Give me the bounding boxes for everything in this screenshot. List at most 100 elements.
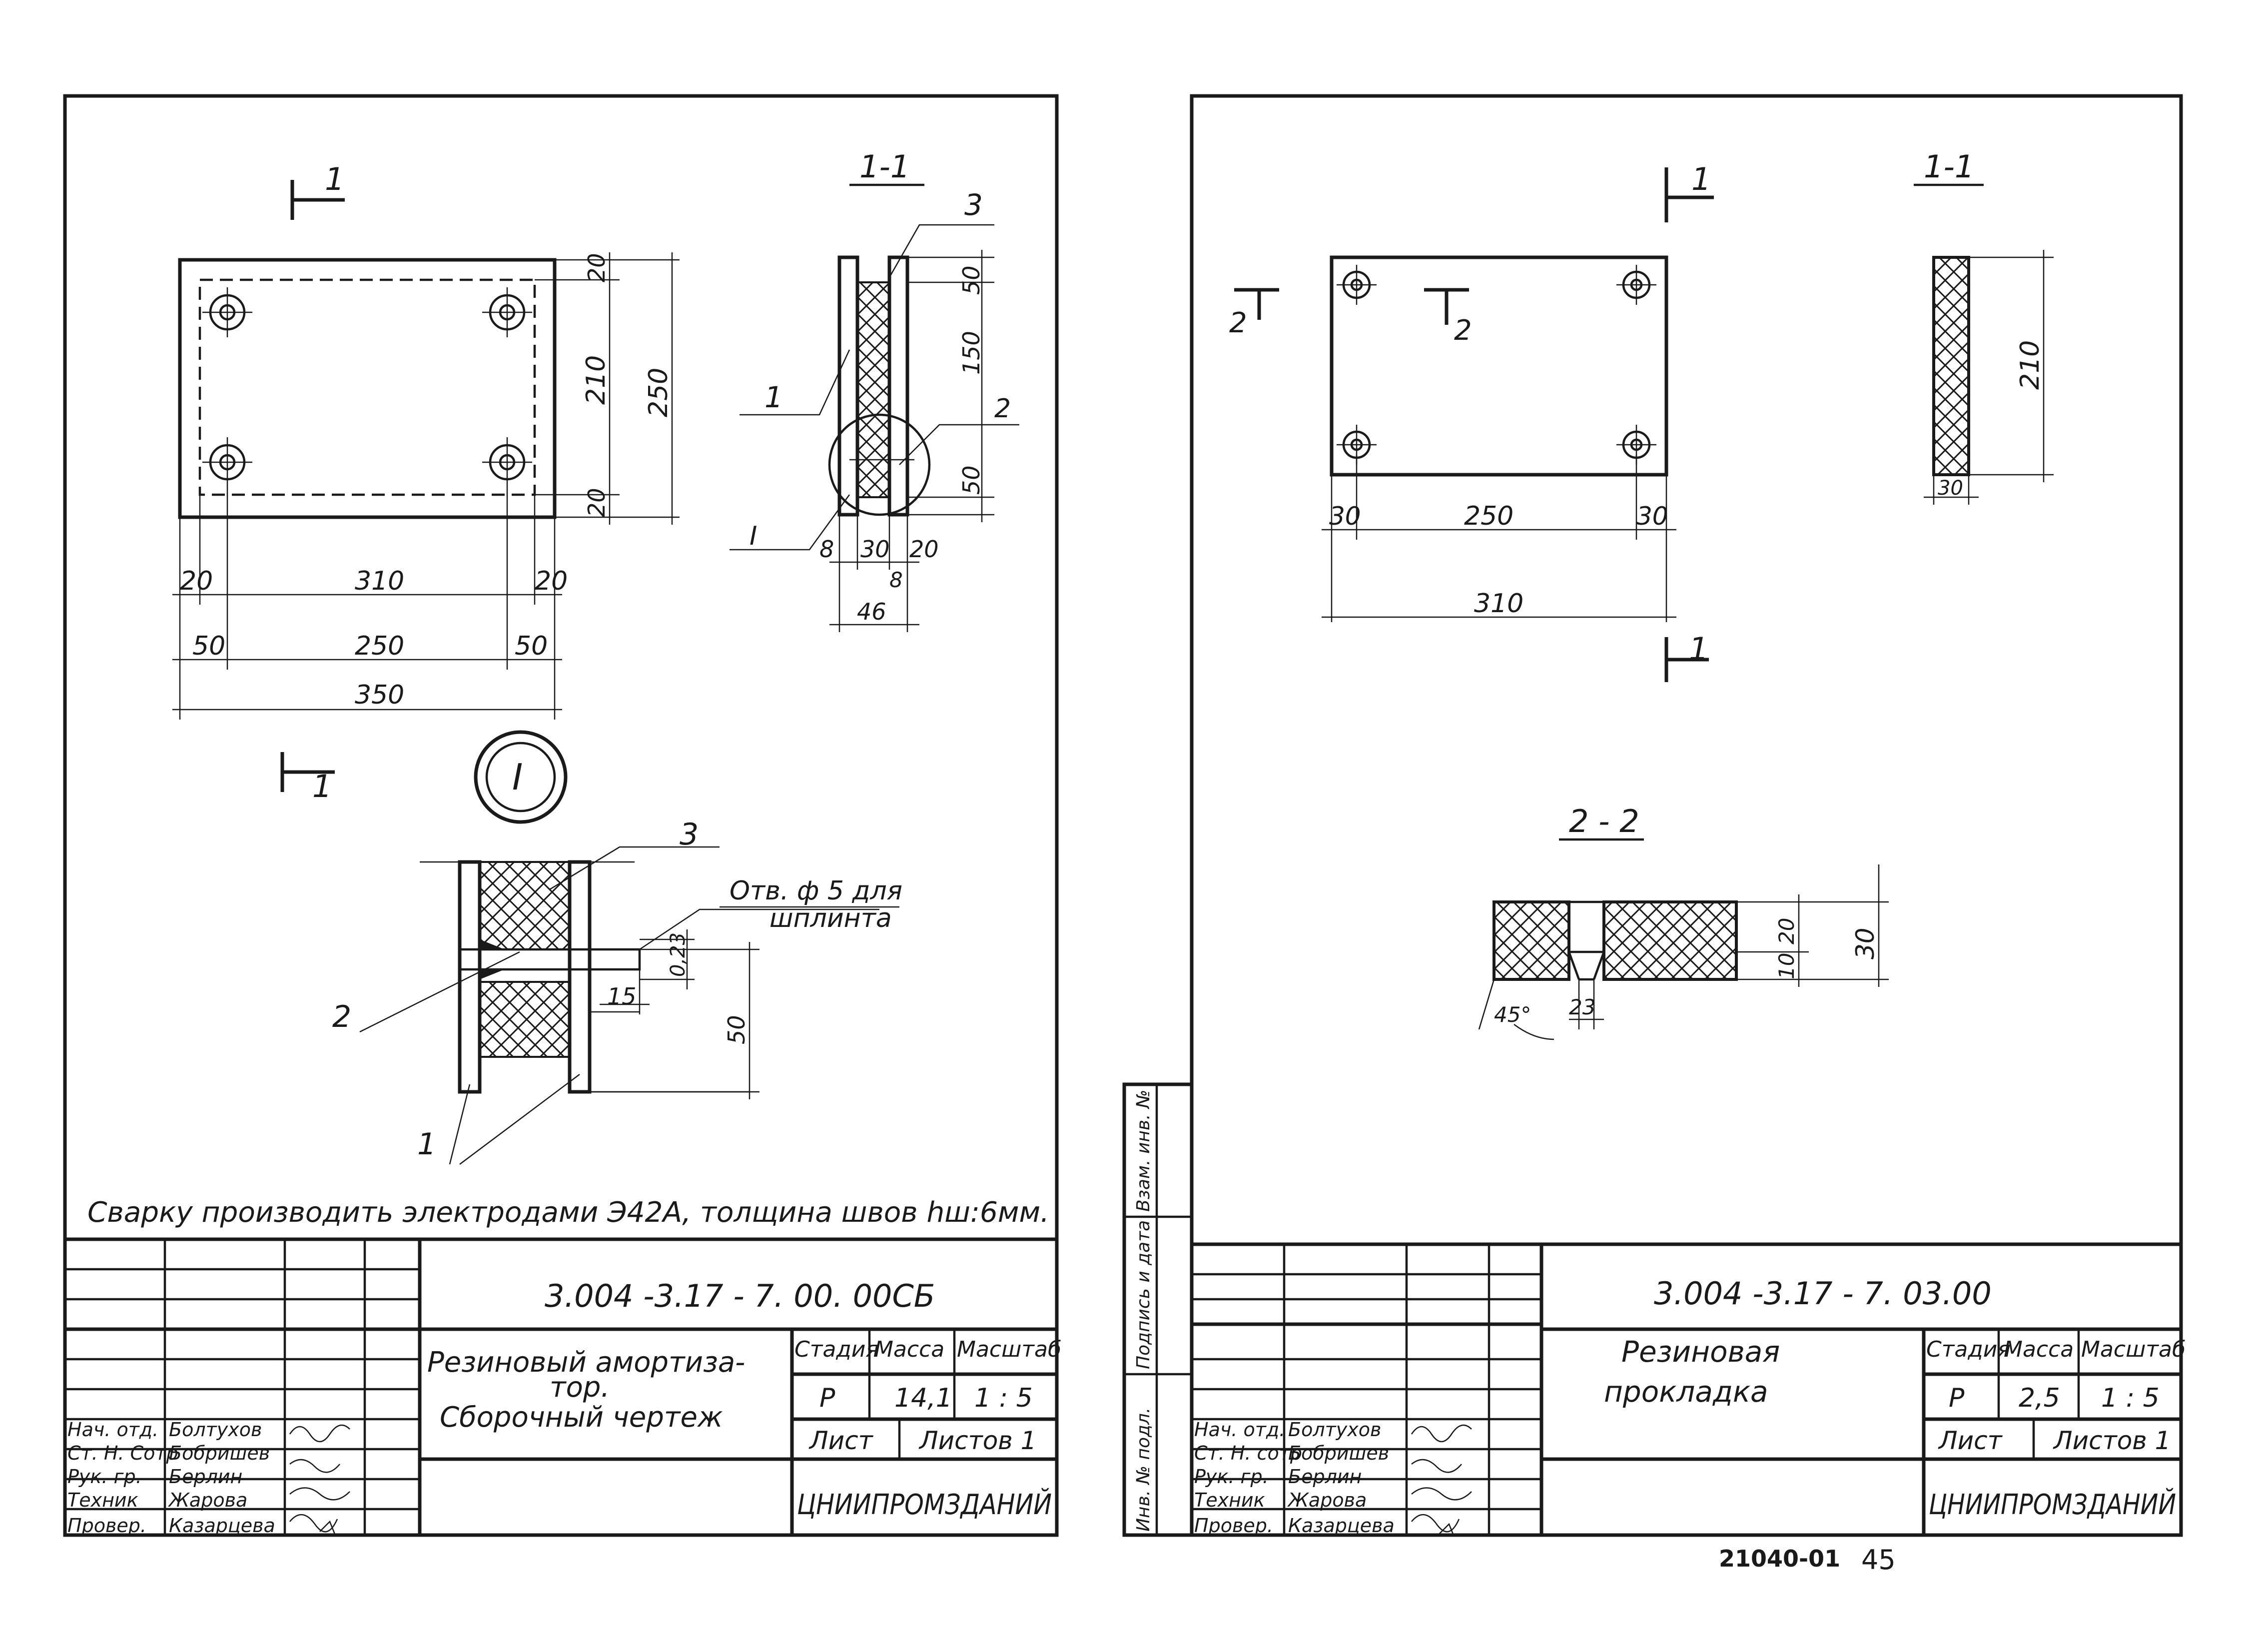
left-name-0: Болтухов [169, 1419, 262, 1441]
dim-2-2-d20: 20 [1774, 918, 1799, 944]
right-title-line2: прокладка [1604, 1375, 1768, 1409]
right-doc-number: 3.004 -3.17 - 7. 03.00 [1654, 1275, 1992, 1312]
left-title-block: 3.004 -3.17 - 7. 00. 00СБ Резиновый амор… [65, 1237, 1061, 1537]
mark-2-left: 2 [1229, 307, 1247, 339]
sheet-left-frame [63, 94, 1059, 1537]
right-h-mass: Масса [2004, 1337, 2074, 1362]
right-name-2: Берлин [1288, 1466, 1362, 1488]
sheet-left: 1 1 20 310 20 50 250 50 350 20 210 20 25… [63, 94, 1061, 1537]
detail-dim-50: 50 [723, 1015, 750, 1044]
dim-v50-bottom: 50 [958, 465, 985, 495]
right-section-2-2: 2 - 2 10 20 30 45° 23 [1478, 803, 1889, 1040]
right-section-11-v210: 210 [2015, 340, 2045, 390]
detail-plate-right [568, 860, 592, 1094]
left-section-1-1: 1-1 3 1 2 I 50 150 50 8 30 20 8 46 [730, 148, 1019, 632]
welding-note: Сварку производить электродами Э42А, тол… [87, 1196, 1049, 1229]
dim-v20-bottom: 20 [583, 488, 610, 517]
right-role-4: Провер. [1194, 1515, 1273, 1537]
footer-code: 21040-01 [1719, 1545, 1840, 1572]
detail-label-1: 1 [417, 1127, 436, 1162]
right-name-4: Казарцева [1288, 1515, 1395, 1537]
dim-h20: 20 [909, 536, 939, 563]
left-role-3: Техник [67, 1489, 138, 1511]
detail-note-line2: шплинта [769, 903, 892, 933]
dim-310: 310 [355, 566, 404, 596]
section-label-detail: I [749, 521, 757, 551]
right-role-0: Нач. отд. [1194, 1419, 1285, 1441]
dim-2-2-d30: 30 [1851, 927, 1880, 959]
side-stamp: Инв. № подл. Подпись и дата Взам. инв. № [1122, 1082, 1194, 1537]
detail-label-3: 3 [680, 817, 699, 852]
dim-30-left: 30 [1329, 502, 1361, 531]
section-label-1: 1 [764, 380, 783, 414]
section-title: 1-1 [859, 148, 910, 185]
right-stage: Р [1949, 1383, 1965, 1413]
right-role-1: Ст. Н. сотр [1194, 1442, 1302, 1464]
dim-2-2-d23: 23 [1569, 995, 1595, 1019]
left-title-line1: Резиновый амортиза- [427, 1346, 745, 1379]
right-org: ЦНИИПРОМЗДАНИЙ [1929, 1489, 2176, 1521]
left-role-2: Рук. гр. [67, 1466, 142, 1488]
right-section-22-title: 2 - 2 [1569, 803, 1639, 839]
dim-20-right: 20 [535, 566, 568, 596]
dim-50-left: 50 [192, 631, 225, 661]
left-org: ЦНИИПРОМЗДАНИЙ [797, 1489, 1052, 1521]
left-name-1: Бобришев [169, 1442, 270, 1464]
dim-v20-top: 20 [583, 253, 610, 282]
dim-350: 350 [355, 680, 404, 710]
detail-rubber-bottom [479, 981, 571, 1058]
hole-top-left [1337, 265, 1377, 305]
left-sheet: Лист [808, 1426, 874, 1455]
gasket-2-2-right [1602, 900, 1738, 981]
left-role-4: Провер. [67, 1515, 146, 1537]
plate-outline [178, 258, 557, 519]
right-sheets: Листов 1 [2053, 1426, 2171, 1455]
right-h-scale: Масштаб [2081, 1337, 2186, 1362]
gasket-2-2-left [1493, 900, 1570, 981]
right-section-1-1: 1-1 210 30 [1914, 148, 2054, 505]
left-mass: 14,1 [894, 1383, 952, 1413]
left-sheets: Листов 1 [918, 1426, 1036, 1455]
detail-note-line1: Отв. ф 5 для [730, 876, 902, 906]
bolt-bottom-right [482, 437, 532, 487]
right-h-stage: Стадия [1926, 1337, 2011, 1362]
right-scale: 1 : 5 [2101, 1383, 2160, 1413]
dim-2-2-d10: 10 [1774, 953, 1799, 979]
left-stage: Р [819, 1383, 835, 1413]
right-signature-scribbles [1411, 1424, 1472, 1537]
right-plan-view: 1 1 2 2 30 250 30 310 [1229, 161, 1714, 682]
mark-top: 1 [1691, 161, 1711, 197]
dim-30-right: 30 [1636, 502, 1668, 531]
dim-v250: 250 [644, 368, 674, 417]
right-role-2: Рук. гр. [1194, 1466, 1269, 1488]
stamp-replace: Взам. инв. № [1133, 1090, 1154, 1212]
left-h-mass: Масса [874, 1337, 944, 1362]
detail-marker-inner [485, 742, 556, 813]
right-role-3: Техник [1194, 1489, 1265, 1511]
stamp-inv: Инв. № подл. [1133, 1408, 1154, 1532]
right-name-3: Жарова [1287, 1489, 1367, 1511]
dim-v50-top: 50 [958, 265, 985, 295]
left-scale: 1 : 5 [974, 1383, 1033, 1413]
mark-bottom: 1 [1689, 631, 1708, 667]
section-mark-top: 1 [325, 161, 344, 197]
dim-250: 250 [355, 631, 404, 661]
left-name-3: Жарова [168, 1489, 247, 1511]
footer-page: 45 [1861, 1544, 1896, 1576]
dim-h46: 46 [857, 598, 886, 625]
steel-plate-right [887, 255, 909, 517]
section-label-2: 2 [994, 394, 1011, 424]
dim-310-right: 310 [1474, 589, 1523, 619]
hole-top-right [1616, 265, 1656, 305]
bolt-bottom-left [202, 437, 252, 487]
steel-plate-left [837, 255, 859, 517]
rubber-pad [856, 281, 890, 498]
detail-label-2: 2 [332, 999, 351, 1034]
dim-h30: 30 [860, 536, 890, 563]
right-section-11-h30: 30 [1938, 477, 1963, 500]
detail-marker-outer [474, 730, 568, 824]
mark-2-right: 2 [1454, 314, 1472, 347]
right-mass: 2,5 [2019, 1383, 2060, 1413]
dim-v150: 150 [958, 331, 985, 375]
right-title-line1: Резиновая [1621, 1335, 1780, 1369]
